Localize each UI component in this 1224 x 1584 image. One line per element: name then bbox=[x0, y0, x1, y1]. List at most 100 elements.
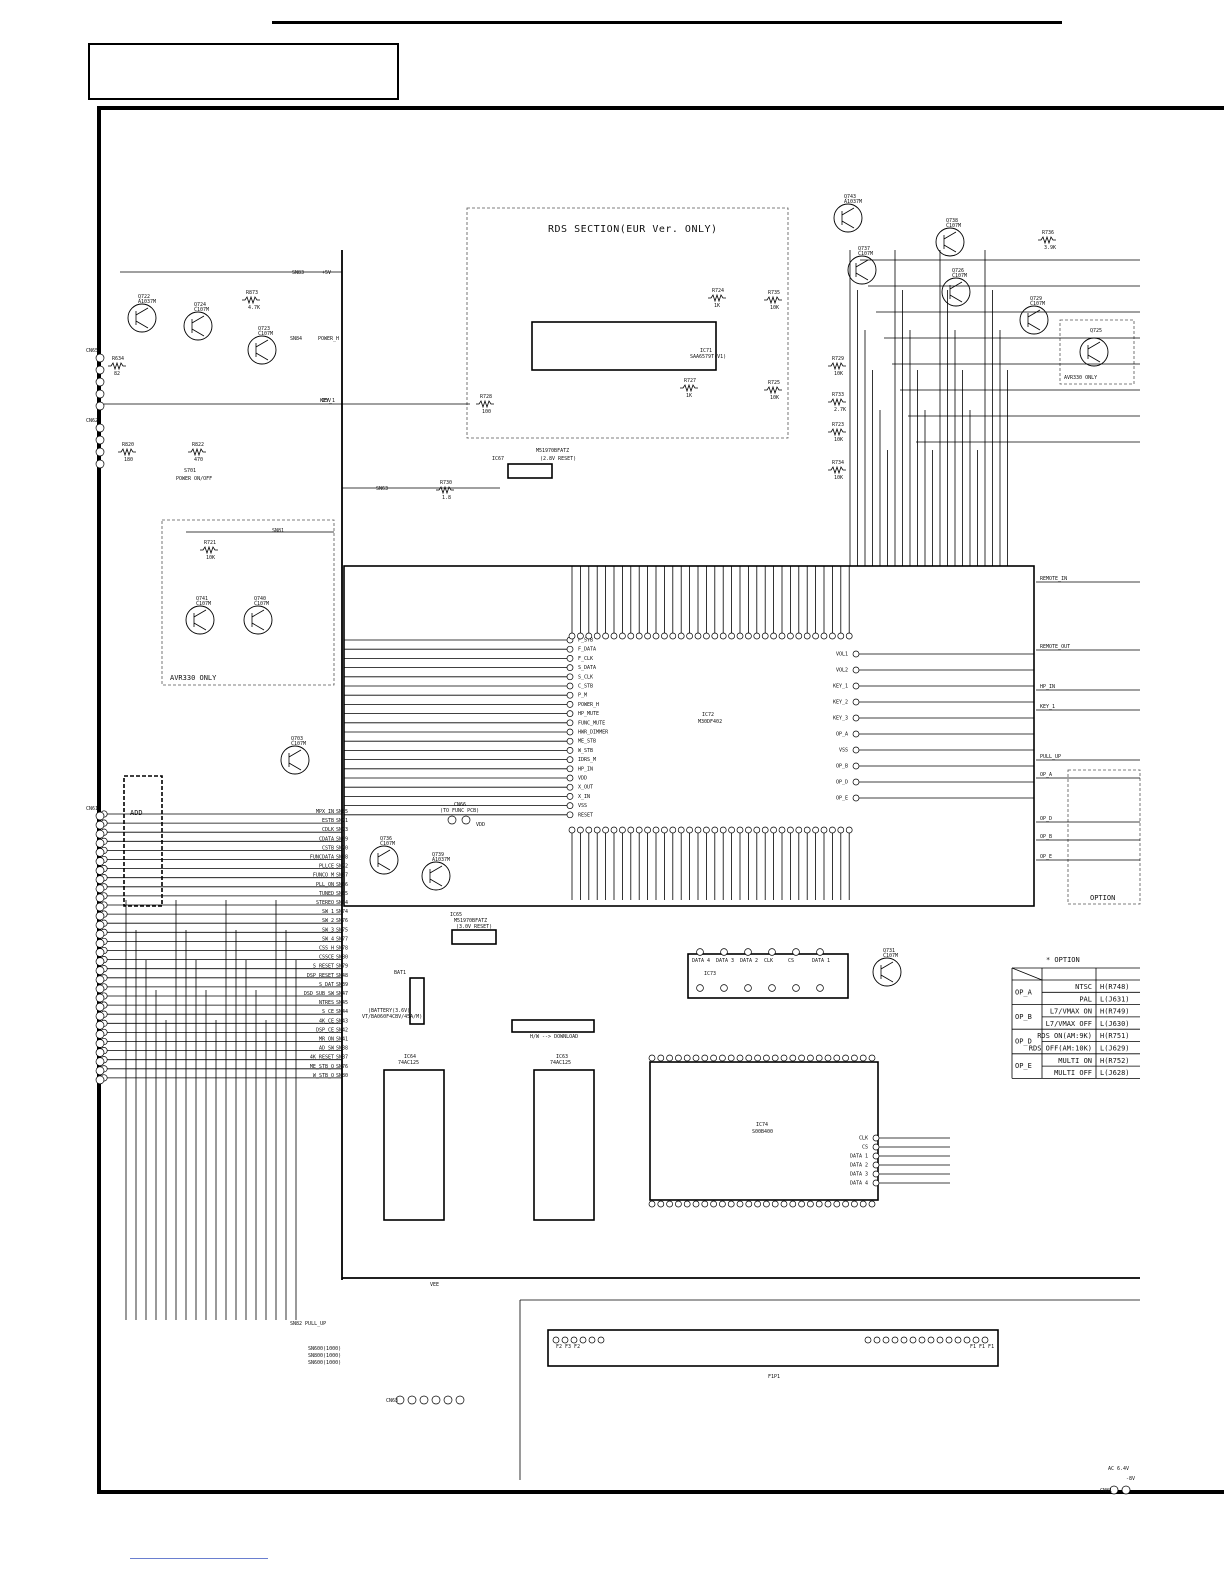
option-box bbox=[1067, 769, 1141, 905]
ic72-bottom-pin bbox=[761, 826, 769, 834]
connector-pin bbox=[95, 1002, 105, 1012]
ic74-bottom-pin bbox=[710, 1200, 717, 1208]
transistor-symbol bbox=[127, 303, 157, 333]
ic72-top-pin bbox=[837, 632, 845, 640]
option-table-title: * OPTION bbox=[1046, 956, 1080, 964]
transistor-symbol bbox=[847, 255, 877, 285]
fip-pin bbox=[570, 1336, 578, 1344]
option-label: OPTION bbox=[1090, 894, 1115, 902]
ic72-top-pin bbox=[585, 632, 593, 640]
add-label: ADD bbox=[130, 809, 143, 817]
bus-net-label: SN38 bbox=[336, 1046, 348, 1052]
transistor-ref: Q703 bbox=[291, 736, 303, 742]
ic74-pin bbox=[872, 1134, 880, 1142]
connector-pin bbox=[95, 459, 105, 469]
ic72-left-pin-label: F_STB bbox=[578, 638, 593, 644]
connector-pin bbox=[95, 1020, 105, 1030]
ic72-top-pin bbox=[803, 632, 811, 640]
bus-signal-label: SW_2 bbox=[322, 918, 334, 924]
bus-net-label: SN39 bbox=[336, 982, 348, 988]
connector-pin bbox=[95, 939, 105, 948]
resistor-ref: R822 bbox=[192, 442, 204, 448]
ic74-pin bbox=[872, 1161, 880, 1169]
ic65-part: M51970BFATZ bbox=[454, 918, 487, 924]
main-buses bbox=[341, 250, 1140, 1480]
option-name: L7/VMAX OFF bbox=[1046, 1020, 1092, 1028]
right-signal-label: KEY_1 bbox=[1040, 704, 1055, 710]
ic74-top-pin bbox=[842, 1054, 849, 1062]
bus-signal-label: DSD_SUB_SW bbox=[304, 991, 335, 997]
supply-label: VDD bbox=[476, 822, 485, 828]
transistor-symbol bbox=[941, 277, 971, 307]
bus-signal-label: CSS_H bbox=[319, 946, 334, 952]
transistor-collector bbox=[191, 315, 205, 324]
supply-label: SN84 bbox=[290, 336, 302, 342]
bus-signal-label: S_DAT bbox=[319, 982, 334, 988]
ic73-pin bbox=[768, 984, 776, 992]
resistor-symbol bbox=[200, 545, 218, 555]
connector-pin bbox=[95, 902, 105, 912]
ic72-left-pin-label: IDRS_M bbox=[578, 757, 596, 763]
fip-pin bbox=[882, 1336, 890, 1344]
ic73-pin bbox=[816, 984, 824, 992]
resistor-ref: R735 bbox=[768, 290, 780, 296]
transistor-part: C107M bbox=[858, 251, 873, 257]
ic72-bottom-pin bbox=[610, 826, 618, 834]
transistor-collector bbox=[255, 339, 269, 348]
ic72-bottom-pin bbox=[635, 826, 643, 834]
ic72-bottom-pin bbox=[745, 826, 752, 834]
transistor-ref: Q741 bbox=[196, 596, 208, 602]
bottom-label: SN800(1000) bbox=[308, 1353, 341, 1359]
bus-net-label: SN75 bbox=[336, 927, 348, 933]
right-signal-label: OP_E bbox=[1040, 854, 1052, 860]
resistor-value: 10K bbox=[834, 437, 843, 443]
battery-ref: BAT1 bbox=[394, 970, 406, 976]
supply-label: VEE bbox=[430, 1282, 439, 1288]
transistor-collector bbox=[288, 749, 302, 758]
ic74-top-pin bbox=[833, 1054, 841, 1062]
resistor-ref: R736 bbox=[1042, 230, 1054, 236]
transistor-emitter bbox=[191, 328, 205, 337]
ic74-bottom-pin bbox=[736, 1200, 744, 1208]
ic72-right-pin-label: VOL2 bbox=[836, 668, 848, 674]
ic72-left-pin-label: ME_STB bbox=[578, 739, 596, 745]
bus-signal-label: AD_SW bbox=[319, 1046, 335, 1052]
bus-net-label: SN48 bbox=[336, 973, 348, 979]
ic72-bottom-pin bbox=[619, 826, 626, 834]
ic74-top-pin bbox=[815, 1054, 823, 1062]
ic72-bottom-pin bbox=[770, 826, 777, 834]
resistor-ref: R634 bbox=[112, 356, 124, 362]
ic74-bottom-pin bbox=[763, 1200, 770, 1208]
ic73-pin bbox=[744, 948, 752, 956]
header-rule bbox=[272, 21, 1062, 24]
ic72-top-pin bbox=[703, 632, 710, 640]
ic74-pin bbox=[872, 1179, 880, 1187]
bus-signal-label: SW_4 bbox=[322, 936, 334, 942]
battery-part: VT/BA060F4CBV/45A/M) bbox=[362, 1014, 422, 1020]
resistor-symbol bbox=[828, 465, 846, 475]
resistor-symbol bbox=[436, 485, 454, 495]
ic72-left-pin-label: HWR_DIMMER bbox=[578, 730, 609, 736]
option-setting: H(R748) bbox=[1100, 983, 1130, 991]
bottom-label: AC 6.4V bbox=[1108, 1466, 1129, 1472]
resistor-ref: R734 bbox=[832, 460, 844, 466]
ic74-top-pin bbox=[701, 1054, 709, 1062]
ic72-bottom-pin bbox=[669, 826, 677, 834]
connector-pin bbox=[95, 920, 105, 930]
ic72-bottom-pin bbox=[593, 826, 601, 834]
cn66-ref: CN66 bbox=[454, 802, 466, 808]
ic72-pin bbox=[566, 802, 574, 809]
ic72-top-pin bbox=[812, 632, 819, 640]
connector-pin bbox=[95, 365, 105, 375]
ic63-part: 74AC125 bbox=[550, 1060, 571, 1066]
transistor-symbol bbox=[1019, 305, 1049, 335]
ic74-top-pin bbox=[763, 1054, 770, 1062]
ic74-top-pin bbox=[851, 1054, 858, 1062]
bus-signal-label: SW_3 bbox=[322, 927, 334, 933]
supply-label: SN63 bbox=[376, 486, 388, 492]
resistor-ref: R724 bbox=[712, 288, 724, 294]
resistor-symbol bbox=[108, 361, 126, 371]
